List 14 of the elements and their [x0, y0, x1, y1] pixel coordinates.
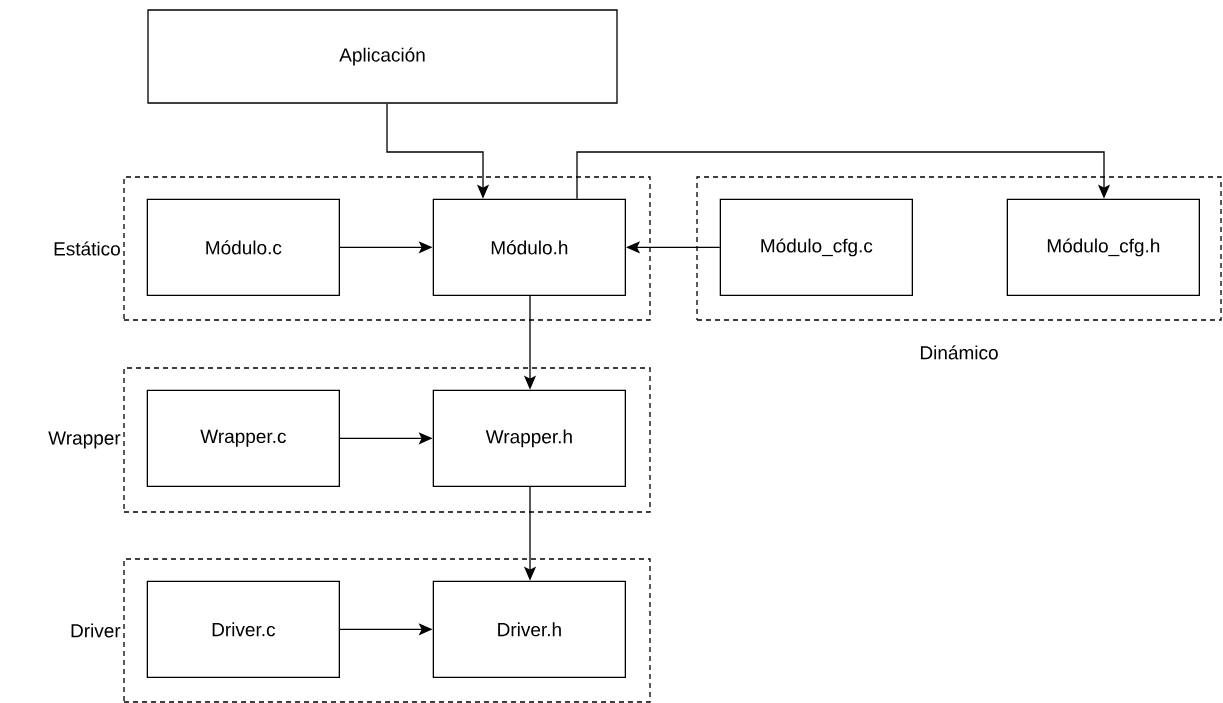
file-box: Módulo.h	[432, 198, 626, 296]
file-box: Módulo_cfg.c	[719, 198, 913, 296]
group-label: Estático	[54, 241, 120, 256]
file-box: Wrapper.c	[146, 389, 340, 487]
file-box: Aplicación	[147, 9, 618, 104]
file-box: Wrapper.h	[432, 389, 626, 487]
file-box: Módulo_cfg.h	[1006, 198, 1200, 296]
group-label: Dinámico	[920, 345, 998, 360]
file-box: Módulo.c	[146, 198, 340, 296]
group-label: Wrapper	[48, 431, 121, 449]
file-box: Driver.c	[146, 580, 340, 678]
file-box: Driver.h	[432, 580, 626, 678]
arrow	[576, 151, 1111, 200]
group-label: Driver	[71, 623, 121, 638]
